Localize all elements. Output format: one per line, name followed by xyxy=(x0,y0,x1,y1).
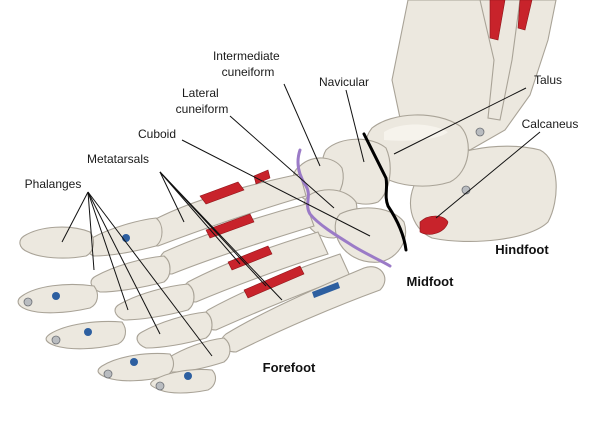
leader-phalanges-1 xyxy=(61,191,89,243)
label-metatarsals: Metatarsals xyxy=(87,152,149,166)
hindfoot-midfoot-divider xyxy=(362,132,408,252)
label-intermediate-cuneiform-line-1: Intermediate xyxy=(213,49,280,63)
metatarsal-muscle-marking-4 xyxy=(243,265,305,299)
leader-lines xyxy=(61,83,541,357)
midfoot-forefoot-divider xyxy=(296,148,392,268)
leader-phalanges-4 xyxy=(87,191,161,335)
distal-phalanx-5 xyxy=(150,368,217,394)
leg-muscle-marking-2 xyxy=(517,0,533,31)
phalanx-joint-marking-2 xyxy=(52,292,60,300)
label-intermediate-cuneiform-line-2: cuneiform xyxy=(222,65,275,79)
calcaneus-muscle-marking xyxy=(419,215,449,235)
region-label-forefoot: Forefoot xyxy=(263,360,316,375)
label-lateral-cuneiform-line-2: cuneiform xyxy=(176,102,229,116)
label-lateral-cuneiform-line-1: Lateral xyxy=(182,86,219,100)
metatarsal-muscle-marking-1 xyxy=(199,181,245,205)
label-talus: Talus xyxy=(534,73,562,87)
label-phalanges: Phalanges xyxy=(25,177,82,191)
region-label-hindfoot: Hindfoot xyxy=(495,242,549,257)
screw-toe-2 xyxy=(51,335,61,345)
leader-lateral-cuneiform xyxy=(229,115,335,209)
phalanx-joint-marking-3 xyxy=(84,328,92,336)
screw-talus xyxy=(475,127,485,137)
phalanx-joint-marking-4 xyxy=(130,358,138,366)
metatarsal-muscle-marking-5 xyxy=(253,169,271,185)
metatarsal-5 xyxy=(220,266,386,353)
leader-talus xyxy=(393,87,527,155)
proximal-phalanx-4 xyxy=(136,311,213,349)
screw-toe-4 xyxy=(155,381,165,391)
leader-metatarsals-3 xyxy=(159,171,241,265)
metatarsal-muscle-marking-3 xyxy=(227,245,273,271)
leader-calcaneus xyxy=(435,131,541,219)
metatarsal-muscle-marking-2 xyxy=(205,213,255,239)
leader-phalanges-5 xyxy=(87,191,213,357)
phalanx-joint-marking-5 xyxy=(184,372,192,380)
proximal-phalanx-2 xyxy=(90,255,171,293)
leg-muscle-marking xyxy=(489,0,506,41)
leader-phalanges-3 xyxy=(87,191,129,311)
leader-metatarsals-5 xyxy=(159,171,283,301)
screw-toe-3 xyxy=(103,369,113,379)
leader-cuboid xyxy=(181,139,371,237)
metatarsal-ink-marking xyxy=(312,282,340,298)
label-lateral-cuneiform: Lateral cuneiform xyxy=(176,86,229,116)
label-navicular: Navicular xyxy=(319,75,369,89)
proximal-phalanx-3 xyxy=(114,283,195,321)
label-intermediate-cuneiform: Intermediate cuneiform xyxy=(213,49,283,79)
foot-skeleton xyxy=(17,0,557,394)
distal-phalanx-1 xyxy=(19,226,95,259)
leader-intermediate-cuneiform xyxy=(283,83,321,167)
leader-metatarsals-1 xyxy=(159,171,185,223)
region-label-midfoot: Midfoot xyxy=(407,274,455,289)
screw-toe-1 xyxy=(23,297,33,307)
label-cuboid: Cuboid xyxy=(138,127,176,141)
label-calcaneus: Calcaneus xyxy=(522,117,579,131)
leader-phalanges-2 xyxy=(87,191,95,271)
leader-navicular xyxy=(345,89,365,163)
